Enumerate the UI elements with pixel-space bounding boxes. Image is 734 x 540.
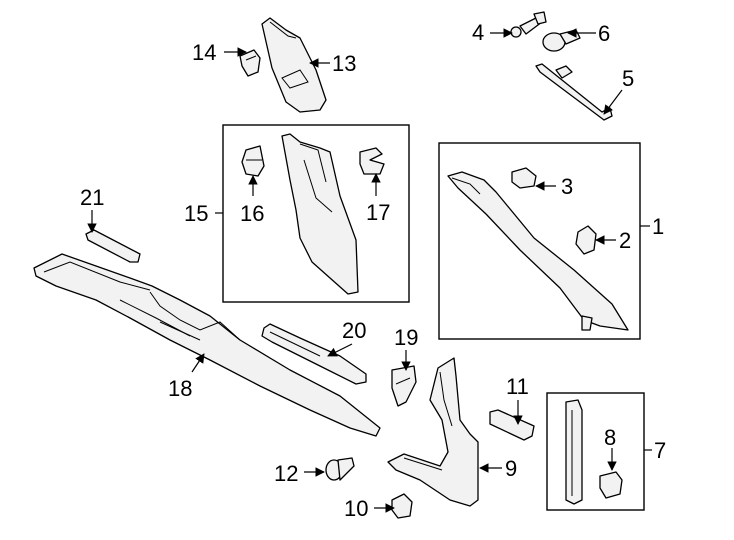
part-12-screw bbox=[325, 457, 355, 481]
part-5-strip bbox=[535, 63, 613, 121]
part-18-sill-plate bbox=[33, 253, 381, 437]
part-3-clip bbox=[511, 167, 537, 189]
label-8: 8 bbox=[604, 425, 616, 450]
label-21: 21 bbox=[80, 185, 104, 210]
label-16: 16 bbox=[240, 201, 264, 226]
label-18: 18 bbox=[168, 376, 192, 401]
label-20: 20 bbox=[342, 318, 366, 343]
part-14-clip bbox=[239, 49, 261, 77]
part-21-strip bbox=[85, 229, 141, 263]
label-19: 19 bbox=[394, 325, 418, 350]
part-19-clip bbox=[391, 365, 417, 407]
group-box-1 bbox=[438, 142, 641, 340]
label-14: 14 bbox=[192, 40, 216, 65]
part-17-clip bbox=[359, 147, 385, 175]
part-20-strip bbox=[261, 323, 367, 385]
label-12: 12 bbox=[274, 461, 298, 486]
label-17: 17 bbox=[366, 200, 390, 225]
part-2-clip bbox=[575, 225, 597, 255]
part-4-bolt bbox=[510, 11, 547, 38]
label-9: 9 bbox=[505, 456, 517, 481]
group-box-7 bbox=[546, 392, 645, 511]
part-16-clip bbox=[241, 145, 265, 177]
part-9-lower-trim bbox=[387, 357, 479, 507]
part-1-pillar-trim bbox=[447, 171, 629, 331]
label-7: 7 bbox=[654, 438, 666, 463]
part-8-clip bbox=[599, 471, 623, 499]
part-13-pillar-trim bbox=[261, 17, 327, 113]
label-10: 10 bbox=[344, 496, 368, 521]
part-15-pillar-trim bbox=[281, 133, 359, 295]
part-10-clip bbox=[391, 493, 413, 519]
label-6: 6 bbox=[598, 21, 610, 46]
leader-lines bbox=[87, 28, 652, 513]
label-11: 11 bbox=[506, 374, 529, 399]
label-15: 15 bbox=[184, 201, 208, 226]
label-5: 5 bbox=[622, 66, 634, 91]
label-3: 3 bbox=[561, 174, 573, 199]
label-4: 4 bbox=[472, 20, 484, 45]
label-2: 2 bbox=[619, 228, 631, 253]
label-13: 13 bbox=[332, 51, 356, 76]
part-11-clip bbox=[489, 409, 535, 441]
label-1: 1 bbox=[652, 214, 664, 239]
part-7-trim bbox=[565, 399, 583, 505]
